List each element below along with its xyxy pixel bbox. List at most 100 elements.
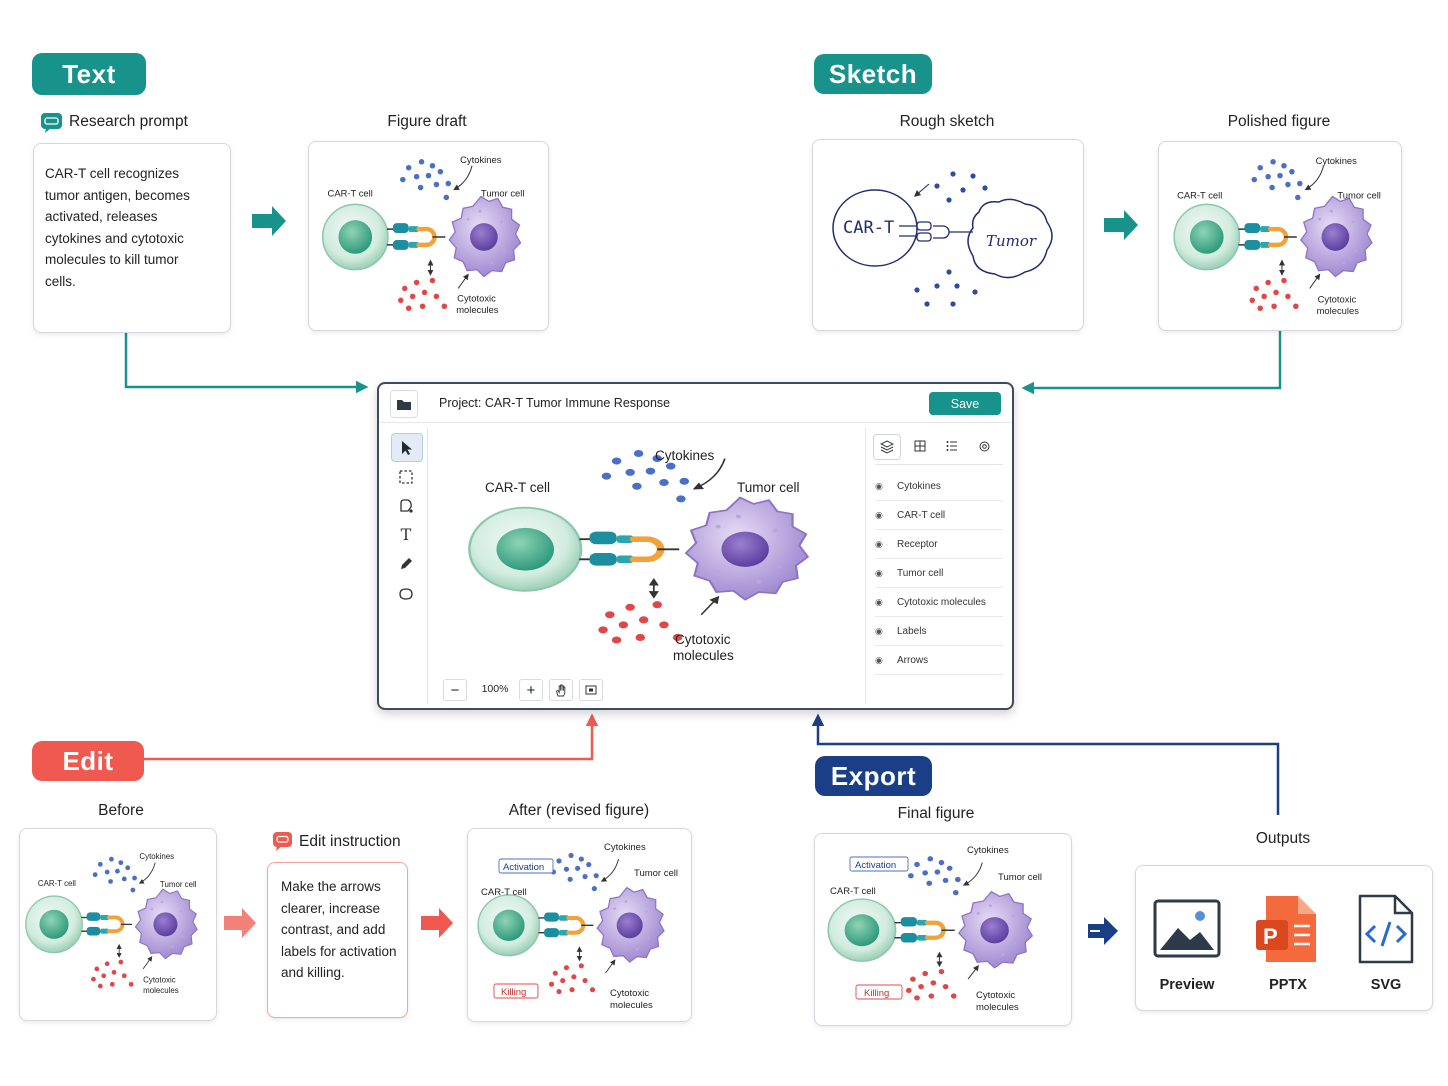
zoom-in-button[interactable]: + xyxy=(519,679,543,701)
edit-instruction-title: Edit instruction xyxy=(299,833,401,850)
pptx-file-icon[interactable]: P xyxy=(1254,894,1318,964)
eye-icon[interactable]: ◉ xyxy=(875,567,883,578)
folder-icon[interactable] xyxy=(390,390,418,418)
before-title: Before xyxy=(98,802,144,819)
final-figure-title: Final figure xyxy=(897,805,975,822)
section-pill-edit: Edit xyxy=(32,741,144,781)
output-svg-label: SVG xyxy=(1370,977,1402,993)
eye-icon[interactable]: ◉ xyxy=(875,654,883,665)
edit-chat-icon xyxy=(272,831,294,852)
polished-figure-card: Cytokines CAR-T cell Tumor cell Cytotoxi… xyxy=(1158,141,1402,331)
after-figure-illustration: Activation Killing Cytokines CAR-T cell … xyxy=(468,842,678,1011)
zoom-out-button[interactable]: − xyxy=(443,679,467,701)
edit-instruction-card: Make the arrows clearer, increase contra… xyxy=(267,862,408,1018)
marquee-tool-icon[interactable] xyxy=(391,463,421,490)
chat-bubble-icon xyxy=(40,112,64,134)
outputs-title: Outputs xyxy=(1255,830,1311,847)
list-tab-icon[interactable] xyxy=(939,434,965,458)
editor-label-cytokines: Cytokines xyxy=(655,448,715,463)
final-label-tumor: Tumor cell xyxy=(998,872,1042,883)
select-tool-icon[interactable] xyxy=(391,433,423,462)
layer-row-arrows[interactable]: ◉Arrows xyxy=(875,646,1003,675)
grid-tab-icon[interactable] xyxy=(907,434,933,458)
eye-icon[interactable]: ◉ xyxy=(875,480,883,491)
tool-sidebar xyxy=(387,428,428,704)
shape-tool-icon[interactable] xyxy=(391,492,421,519)
eye-icon[interactable]: ◉ xyxy=(875,596,883,607)
draft-label-cart: CAR-T cell xyxy=(328,187,373,198)
edit-instruction-text: Make the arrows clearer, increase contra… xyxy=(281,879,397,980)
final-label-activation: Activation xyxy=(855,860,896,871)
outputs-card: Preview P PPTX SVG xyxy=(1135,865,1433,1011)
svg-text:P: P xyxy=(1263,924,1278,949)
before-figure-illustration: Cytokines CAR-T cell Tumor cell Cytotoxi… xyxy=(20,852,216,995)
connector-export-to-editor xyxy=(811,713,1280,815)
after-label-cytotoxic-2: molecules xyxy=(610,1000,653,1011)
lasso-tool-icon[interactable] xyxy=(391,580,421,607)
eye-icon[interactable]: ◉ xyxy=(875,538,883,549)
final-label-cytotoxic-2: molecules xyxy=(976,1002,1019,1013)
after-label-cytotoxic-1: Cytotoxic xyxy=(610,988,649,999)
settings-tab-icon[interactable] xyxy=(971,434,997,458)
draft-label-cytotoxic-2: molecules xyxy=(456,304,499,315)
before-label-cytotoxic-2: molecules xyxy=(143,986,179,995)
output-preview-label: Preview xyxy=(1159,977,1215,993)
arrow-instruction-to-after xyxy=(421,908,453,938)
hand-tool-icon[interactable] xyxy=(549,679,573,701)
layer-row-cart[interactable]: ◉CAR-T cell xyxy=(875,501,1003,530)
figure-draft-title: Figure draft xyxy=(387,113,467,130)
zoom-level: 100% xyxy=(481,683,509,695)
after-label-tumor: Tumor cell xyxy=(634,868,678,879)
sketch-label-tumor: Tumor xyxy=(986,232,1037,250)
research-prompt-card: CAR-T cell recognizes tumor antigen, bec… xyxy=(33,143,231,333)
final-label-cytotoxic-1: Cytotoxic xyxy=(976,990,1015,1001)
before-label-cytokines: Cytokines xyxy=(139,852,174,861)
layer-row-cytotoxic[interactable]: ◉Cytotoxic molecules xyxy=(875,588,1003,617)
research-prompt-text: CAR-T cell recognizes tumor antigen, bec… xyxy=(45,166,190,289)
final-figure-illustration: Activation Killing Cytokines CAR-T cell … xyxy=(815,845,1042,1013)
rough-sketch-card: CAR-T Tumor xyxy=(812,139,1084,331)
save-button[interactable]: Save xyxy=(929,392,1001,415)
editor-figure-labels: Cytokines CAR-T cell Tumor cell Cytotoxi… xyxy=(485,448,800,663)
output-pptx-label: PPTX xyxy=(1269,977,1307,993)
before-label-tumor: Tumor cell xyxy=(160,880,197,889)
final-label-killing: Killing xyxy=(864,988,889,999)
layer-row-receptor[interactable]: ◉Receptor xyxy=(875,530,1003,559)
svg-file-icon[interactable] xyxy=(1357,894,1415,964)
rough-sketch-title: Rough sketch xyxy=(899,113,995,130)
text-tool-icon[interactable]: T xyxy=(400,525,412,544)
before-figure-card: Cytokines CAR-T cell Tumor cell Cytotoxi… xyxy=(19,828,217,1021)
polished-label-cytokines: Cytokines xyxy=(1316,155,1358,166)
layer-row-labels[interactable]: ◉Labels xyxy=(875,617,1003,646)
editor-label-tumor: Tumor cell xyxy=(737,480,800,495)
image-preview-icon[interactable] xyxy=(1152,898,1222,960)
polished-label-cytotoxic-2: molecules xyxy=(1317,305,1360,316)
layer-row-tumor[interactable]: ◉Tumor cell xyxy=(875,559,1003,588)
polished-figure-title: Polished figure xyxy=(1227,113,1331,130)
fit-screen-icon[interactable] xyxy=(579,679,603,701)
before-label-cart: CAR-T cell xyxy=(38,879,76,888)
project-title: Project: CAR-T Tumor Immune Response xyxy=(439,396,671,410)
after-figure-card: Activation Killing Cytokines CAR-T cell … xyxy=(467,828,692,1022)
rough-sketch-illustration: CAR-T Tumor xyxy=(832,171,1053,307)
after-label-cytokines: Cytokines xyxy=(604,842,646,853)
polished-label-cart: CAR-T cell xyxy=(1177,189,1222,200)
final-label-cytokines: Cytokines xyxy=(967,845,1009,856)
layers-panel: ◉Cytokines ◉CAR-T cell ◉Receptor ◉Tumor … xyxy=(867,428,1009,704)
editor-canvas[interactable]: Cytokines CAR-T cell Tumor cell Cytotoxi… xyxy=(433,428,866,704)
figure-draft-illustration: Cytokines CAR-T cell Tumor cell Cytotoxi… xyxy=(309,154,524,315)
polished-label-tumor: Tumor cell xyxy=(1337,189,1380,200)
editor-header xyxy=(379,384,1012,423)
layer-row-cytokines[interactable]: ◉Cytokines xyxy=(875,472,1003,501)
pen-tool-icon[interactable] xyxy=(391,550,421,577)
editor-window: Project: CAR-T Tumor Immune Response Sav… xyxy=(377,382,1014,710)
sketch-label-cart: CAR-T xyxy=(843,218,894,238)
research-prompt-title: Research prompt xyxy=(69,113,188,130)
layers-tab-icon[interactable] xyxy=(873,434,901,460)
arrow-sketch-to-polished xyxy=(1104,210,1138,240)
eye-icon[interactable]: ◉ xyxy=(875,509,883,520)
draft-label-tumor: Tumor cell xyxy=(481,187,524,198)
eye-icon[interactable]: ◉ xyxy=(875,625,883,636)
figure-draft-card: Cytokines CAR-T cell Tumor cell Cytotoxi… xyxy=(308,141,549,331)
